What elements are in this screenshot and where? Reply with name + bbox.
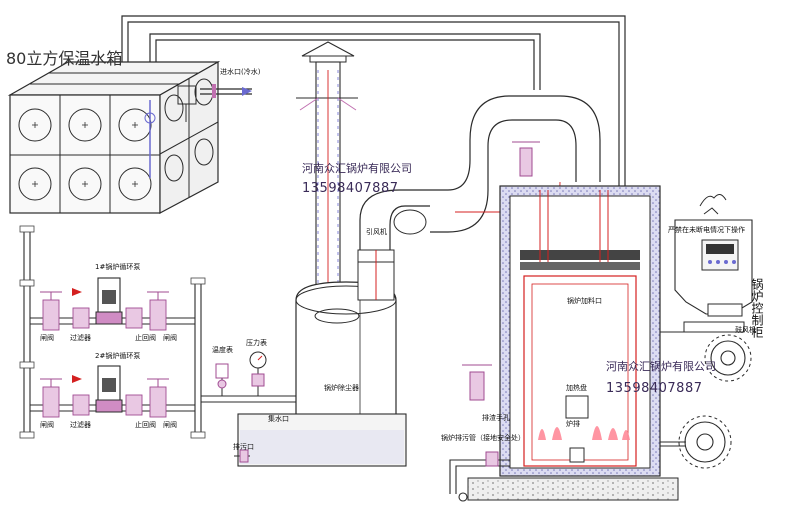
blower-dashed-link [678, 334, 752, 469]
rod-label: 加热盘 [566, 383, 587, 392]
check-valve-label-1: 止回阀 [135, 333, 156, 342]
valve-label-3: 闸阀 [40, 420, 54, 429]
dust-collector-label: 锅炉除尘器 [324, 383, 359, 392]
tank-title: 80立方保温水箱 [6, 49, 122, 68]
thermometer [215, 363, 229, 396]
watermark-company-1: 河南众汇锅炉有限公司 [302, 161, 412, 175]
cabinet-panel-label: 严禁在未断电情况下操作 [668, 225, 745, 234]
thermometer-label: 温度表 [212, 345, 233, 354]
pump1-label: 1#锅炉循环泵 [95, 262, 140, 271]
flue-valve [512, 141, 540, 177]
boiler-ground [467, 477, 679, 501]
filter-label-1: 过滤器 [70, 333, 91, 342]
valve-label-4: 闸阀 [163, 420, 177, 429]
top-hot-water-pipes [121, 15, 626, 190]
pump-valves [42, 299, 167, 418]
cabinet-label: 锅炉控制柜 [750, 277, 764, 338]
pump-motors [95, 277, 123, 413]
pump-flow-arrows [72, 288, 82, 383]
valve-label-1: 闸阀 [40, 333, 54, 342]
boiler-body [499, 185, 661, 477]
feed-port-label: 锅炉加料口 [567, 296, 602, 305]
dust-collector [295, 281, 397, 453]
blower-label: 鼓风机 [735, 325, 756, 334]
pressure-gauge [249, 351, 267, 396]
chimney [296, 41, 358, 315]
insulated-water-tank [7, 60, 252, 215]
pressure-label: 压力表 [246, 338, 267, 347]
blower-fans [660, 331, 746, 463]
watermark-phone-1: 13598407887 [302, 181, 398, 196]
filter-label-2: 过滤器 [70, 420, 91, 429]
boiler-flames [538, 426, 630, 440]
drain-valve-label: 锅炉排污管（接地安全处） [441, 433, 525, 442]
induced-draft-fan [357, 189, 430, 301]
valve-label-2: 闸阀 [163, 333, 177, 342]
watermark-company-2: 河南众汇锅炉有限公司 [606, 359, 716, 373]
drain-label: 排污口 [233, 442, 254, 451]
fan-label: 引风机 [366, 227, 387, 236]
water-basin [234, 413, 407, 467]
watermark-phone-2: 13598407887 [606, 381, 702, 396]
control-cabinet [674, 194, 753, 333]
tank-inlet-label: 进水口(冷水) [220, 67, 261, 76]
boiler-return-valve [462, 364, 499, 467]
pipe-supports [19, 225, 206, 439]
check-valve-label-2: 止回阀 [135, 420, 156, 429]
coal-label: 炉排 [566, 419, 580, 428]
ash-label: 排渣手孔 [482, 413, 510, 422]
valve-handwheels [40, 291, 169, 387]
water-tank-label: 集水口 [268, 414, 289, 423]
pump2-label: 2#锅炉循环泵 [95, 351, 140, 360]
